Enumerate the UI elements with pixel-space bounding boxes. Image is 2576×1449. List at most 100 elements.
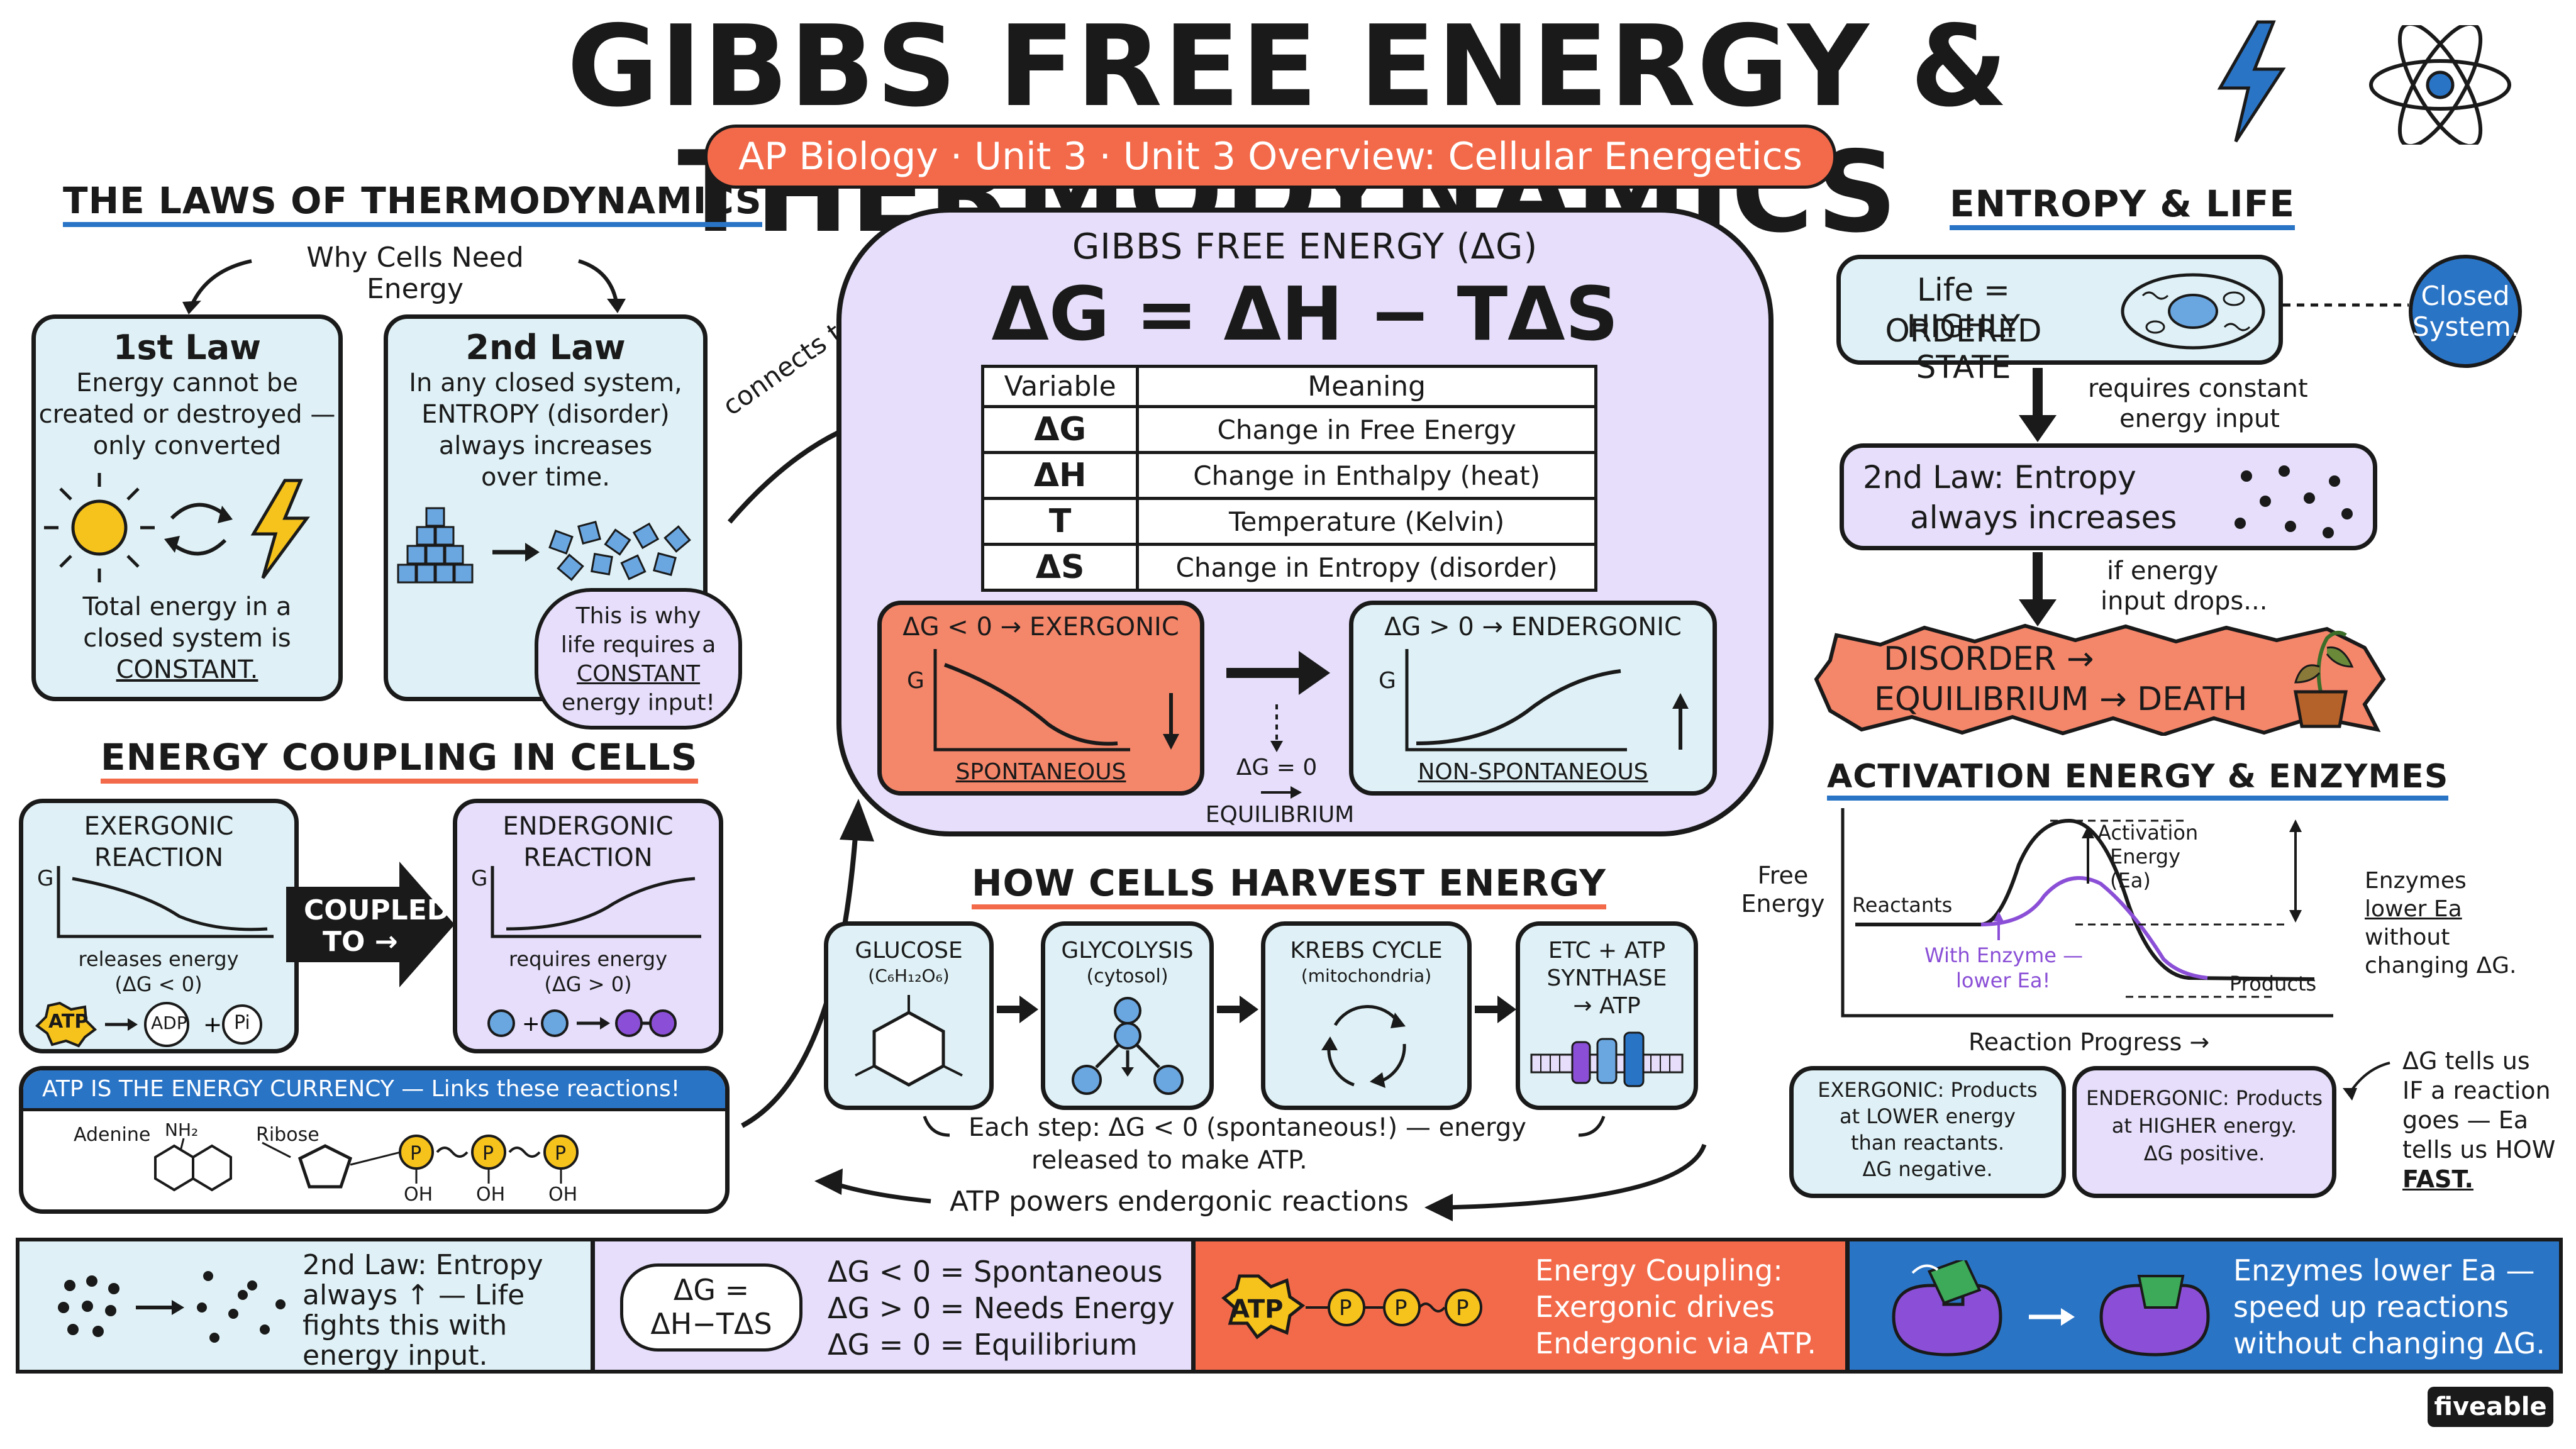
life-ordered-l2: ORDERED STATE xyxy=(1885,313,2042,386)
enzymes-side-4: changing ΔG. xyxy=(2365,953,2517,979)
laws-heading: THE LAWS OF THERMODYNAMICS xyxy=(63,179,762,227)
harvest-note-1: Each step: ΔG < 0 (spontaneous!) — energ… xyxy=(969,1113,1526,1142)
why-cells-need-energy: Why Cells Need Energy xyxy=(306,242,524,305)
closed-system-badge: Closed System. xyxy=(2409,255,2522,368)
equilibrium-eq: ΔG = 0 xyxy=(1236,755,1318,780)
step-arrow-2 xyxy=(1217,996,1258,1023)
strip3-l3: Endergonic via ATP. xyxy=(1535,1326,1817,1360)
strip2-r1: ΔG < 0 = Spontaneous xyxy=(828,1255,1163,1289)
arrows-why xyxy=(182,259,626,314)
table-cell: ΔS xyxy=(980,543,1140,592)
activation-heading: ACTIVATION ENERGY & ENZYMES xyxy=(1827,758,2449,801)
disorder-l1: DISORDER → xyxy=(1884,640,2094,678)
subtitle-pill: AP Biology · Unit 3 · Unit 3 Overview: C… xyxy=(704,125,1836,189)
step-arrow-3 xyxy=(1475,996,1516,1023)
strip2-eq1: ΔG = xyxy=(673,1273,750,1307)
strip1-l3: fights this with xyxy=(303,1309,508,1341)
lightning-icon xyxy=(2217,20,2286,143)
ender-d2: (ΔG > 0) xyxy=(544,972,632,996)
harvest-note-2: released to make ATP. xyxy=(1031,1146,1307,1175)
oh-label-2: OH xyxy=(476,1184,506,1206)
strip3-l2: Exergonic drives xyxy=(1535,1290,1775,1324)
atp-label: ATP xyxy=(48,1011,89,1033)
coupled-to-arrow: COUPLED TO → xyxy=(286,862,456,987)
atp-chain-icon xyxy=(1221,1274,1482,1340)
svg-text:+: + xyxy=(522,1011,540,1036)
strip1-l1: 2nd Law: Entropy xyxy=(303,1249,543,1281)
exergonic-curve xyxy=(933,649,1179,752)
strip1-l4: energy input. xyxy=(303,1340,488,1372)
enbox-l2: at HIGHER energy. xyxy=(2111,1114,2297,1138)
table-header: Variable xyxy=(980,365,1140,408)
endergonic-title: ΔG > 0 → ENDERGONIC xyxy=(1384,613,1682,641)
second-law-title: 2nd Law xyxy=(465,328,626,367)
ender-t1: ENDERGONIC xyxy=(502,812,674,841)
note-l4: energy input! xyxy=(562,690,715,716)
adenine-label: Adenine xyxy=(74,1124,151,1146)
life-ordered-l1: Life = HIGHLY xyxy=(1906,272,2021,345)
summary-entropy: 2nd Law: Entropy always ↑ — Life fights … xyxy=(16,1238,594,1374)
free-energy-y2: Energy xyxy=(1741,890,1825,918)
table-header-row: Variable Meaning xyxy=(980,365,1597,408)
ender-d1: requires energy xyxy=(508,947,668,971)
second-law-line2: ENTROPY (disorder) xyxy=(421,400,670,429)
fiveable-logo: fiveable xyxy=(2428,1387,2553,1427)
strip4-l1: Enzymes lower Ea — xyxy=(2233,1253,2535,1287)
with-enzyme-l1: With Enzyme — xyxy=(1924,943,2084,967)
enzymes-side-3: without xyxy=(2365,924,2450,950)
adp-label: ADP xyxy=(151,1013,187,1033)
second-law-line4: over time. xyxy=(481,463,610,492)
atom-icon xyxy=(2369,25,2511,145)
tells-us-arrow xyxy=(2343,1062,2390,1101)
atp-powers-arrows xyxy=(814,1143,1707,1221)
life-ordered-card: Life = HIGHLY ORDERED STATE xyxy=(1836,255,2283,386)
first-law-b2: closed system is xyxy=(83,624,291,653)
strip1-l2: always ↑ — Life xyxy=(303,1279,525,1311)
ender-g-label: G xyxy=(471,866,488,891)
life-to-closed-line xyxy=(2283,303,2409,307)
exbox-l4: ΔG negative. xyxy=(1862,1157,1993,1181)
enzymes-side-1: Enzymes xyxy=(2365,868,2467,894)
exer-t1: EXERGONIC xyxy=(84,812,234,841)
tells-us-3: goes — Ea xyxy=(2402,1106,2529,1134)
krebs-t2: (mitochondria) xyxy=(1301,965,1432,986)
exbox-l1: EXERGONIC: Products xyxy=(1818,1078,2038,1102)
harvest-heading: HOW CELLS HARVEST ENERGY xyxy=(972,862,1606,909)
etc-t1: ETC + ATP xyxy=(1548,938,1666,963)
disorder-l2: EQUILIBRIUM → DEATH xyxy=(1874,680,2248,718)
table-cell: Change in Enthalpy (heat) xyxy=(1136,451,1597,500)
strip3-l1: Energy Coupling: xyxy=(1535,1253,1783,1287)
note-l3: CONSTANT xyxy=(577,661,700,687)
ea-label-3: (Ea) xyxy=(2110,869,2151,892)
life-requires-note: This is why life requires a CONSTANT ene… xyxy=(535,588,742,730)
note-l1: This is why xyxy=(575,603,701,629)
atp-to-gibbs-arrow xyxy=(741,799,874,1128)
harvest-bracket xyxy=(923,1116,1606,1137)
atp-hydrolysis-icon: + xyxy=(35,1001,262,1048)
if-energy-l2: input drops... xyxy=(2101,587,2268,616)
entropy-increases-card: 2nd Law: Entropy always increases xyxy=(1840,443,2377,550)
endergonic-reaction-card: ENDERGONIC REACTION G requires energy (Δ… xyxy=(453,799,723,1053)
exer-d2: (ΔG < 0) xyxy=(114,972,203,996)
with-enzyme-l2: lower Ea! xyxy=(1956,969,2051,992)
gibbs-heading: GIBBS FREE ENERGY (ΔG) xyxy=(1072,226,1538,267)
exer-d1: releases energy xyxy=(78,947,239,971)
wilted-plant-icon xyxy=(2294,631,2354,728)
second-law-line3: always increases xyxy=(438,431,653,460)
enbox-l3: ΔG positive. xyxy=(2143,1141,2265,1165)
strip2-r3: ΔG = 0 = Equilibrium xyxy=(828,1328,1138,1362)
coupled-l1: COUPLED xyxy=(304,894,450,926)
tells-us-1: ΔG tells us xyxy=(2402,1047,2530,1075)
glucose-t1: GLUCOSE xyxy=(855,938,963,963)
summary-gibbs: ΔG = ΔH−TΔS ΔG < 0 = Spontaneous ΔG > 0 … xyxy=(591,1238,1195,1374)
strip2-eq2: ΔH−TΔS xyxy=(650,1307,772,1341)
tells-us-2: IF a reaction xyxy=(2402,1077,2551,1104)
first-law-b1: Total energy in a xyxy=(82,592,292,621)
reactants-label: Reactants xyxy=(1852,893,1953,917)
oh-label-1: OH xyxy=(404,1184,433,1206)
exer-graph xyxy=(57,866,274,938)
second-law-line1: In any closed system, xyxy=(409,369,682,397)
